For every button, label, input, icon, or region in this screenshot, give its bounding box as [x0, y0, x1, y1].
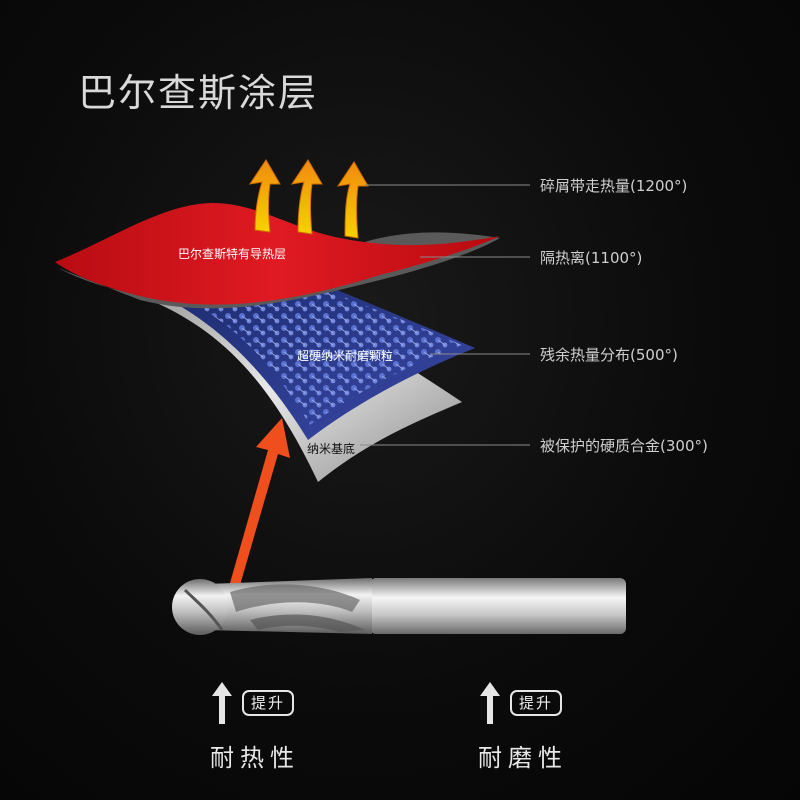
pointer-arrow: [228, 418, 290, 592]
callout-lines: [360, 184, 530, 446]
callout-residual-heat: 残余热量分布(500°): [540, 346, 678, 364]
heat-arrow-icon: [248, 159, 281, 233]
heat-arrow-icon: [290, 159, 323, 235]
callout-chip-heat: 碎屑带走热量(1200°): [540, 177, 688, 195]
particle-texture: [170, 282, 462, 425]
improve-badge: 提升: [510, 690, 562, 716]
feature-name: 耐热性: [210, 744, 300, 772]
improve-badge: 提升: [242, 690, 294, 716]
heat-arrow-icon: [336, 161, 369, 239]
callout-insulation: 隔热离(1100°): [540, 249, 643, 267]
up-arrow-icon: [212, 682, 232, 724]
heat-layer-label: 巴尔查斯特有导热层: [178, 247, 287, 261]
feature-name: 耐磨性: [478, 744, 568, 772]
page-title: 巴尔查斯涂层: [78, 71, 319, 115]
callout-protected-carbide: 被保护的硬质合金(300°): [540, 437, 708, 455]
heat-layer: [55, 202, 500, 305]
heat-arrows: [248, 159, 369, 239]
end-mill-image: [172, 578, 626, 635]
substrate-layer-label: 纳米基底: [307, 442, 356, 456]
up-arrow-icon: [480, 682, 500, 724]
particle-layer-label: 超硬纳米耐磨颗粒: [297, 349, 394, 363]
